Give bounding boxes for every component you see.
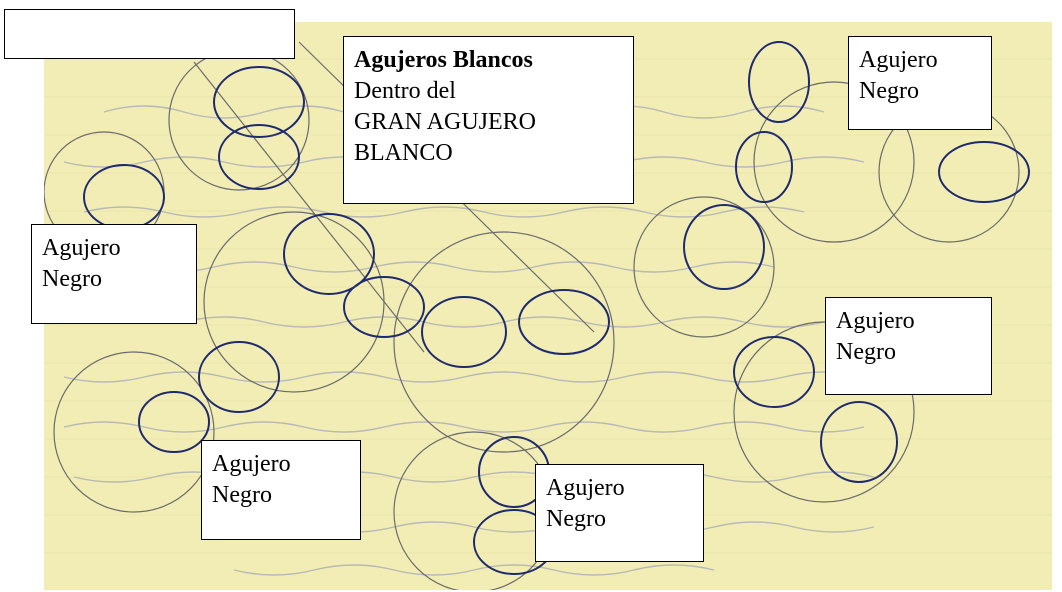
ink-loop [283,213,375,295]
black-hole-label-bottom-center: Agujero Negro [535,464,704,562]
ink-loop [683,204,765,290]
pencil-line [193,61,425,353]
black-hole-label-bottom-left: Agujero Negro [201,440,361,540]
black-hole-line: Negro [42,266,102,292]
ink-loop [735,131,793,203]
large-circle [633,196,775,338]
black-hole-label-right: Agujero Negro [825,297,992,395]
black-hole-line: Agujero [42,235,121,261]
white-holes-label: Agujeros Blancos Dentro del GRAN AGUJERO… [343,36,634,204]
black-hole-line: Agujero [859,47,938,73]
white-holes-title: Agujeros Blancos [354,47,533,73]
black-hole-line: Agujero [836,308,915,334]
black-hole-line: Negro [212,482,272,508]
ink-loop [138,391,210,453]
black-hole-label-top-right: Agujero Negro [848,36,992,130]
black-hole-line: Negro [546,506,606,532]
ink-loop [421,296,507,368]
black-hole-line: Agujero [546,475,625,501]
white-holes-line: BLANCO [354,140,453,166]
white-holes-line: Dentro del [354,78,456,104]
ink-loop [748,41,810,123]
ink-loop [938,141,1030,203]
ink-loop [343,276,425,338]
top-left-empty-box [4,9,295,59]
ink-loop [733,336,815,408]
black-hole-line: Negro [859,78,919,104]
large-circle [53,351,215,513]
ink-loop [820,401,898,483]
ink-loop [218,124,300,190]
large-circle [203,211,385,393]
ink-loop [213,66,305,138]
ink-loop [198,341,280,413]
circles-drawing [44,41,1030,590]
large-circle [733,321,915,503]
black-hole-label-left: Agujero Negro [31,224,197,324]
ink-loop [518,289,610,355]
black-hole-line: Agujero [212,451,291,477]
ink-loop [83,164,165,230]
black-hole-line: Negro [836,339,896,365]
large-circle [393,231,615,453]
white-holes-line: GRAN AGUJERO [354,109,537,135]
large-circle [753,81,915,243]
